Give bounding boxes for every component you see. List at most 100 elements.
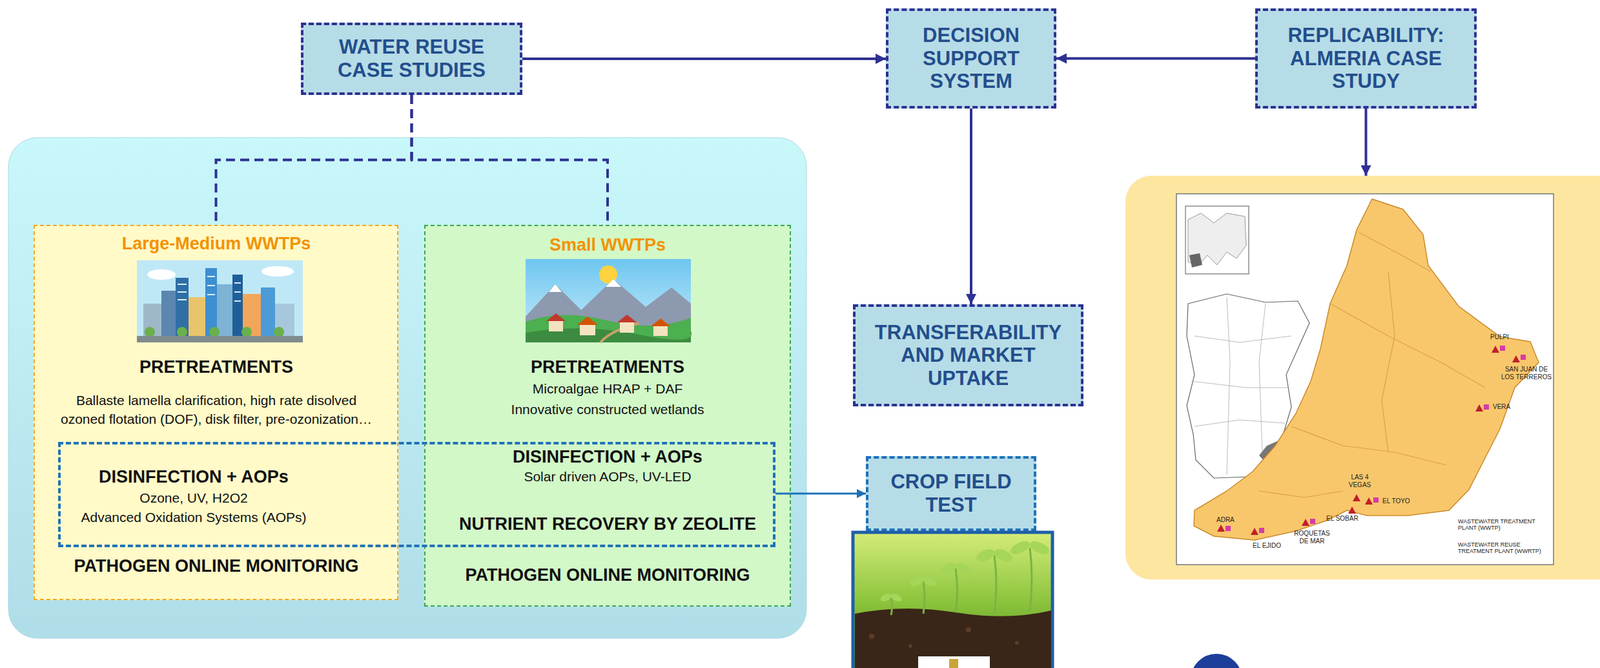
section-heading: PATHOGEN ONLINE MONITORING [433, 564, 782, 585]
city-illustration [136, 335, 303, 343]
crop-photo [854, 608, 1052, 668]
case-study-region [8, 137, 807, 638]
plant-markers [1373, 497, 1379, 503]
crop-photo [965, 626, 972, 633]
box-label: WATER REUSE CASE STUDIES [312, 35, 511, 82]
legend-label: WASTEWATER TREATMENT PLANT (WWTP) [1457, 517, 1553, 532]
plant-markers [1310, 518, 1316, 524]
crop-photo [1015, 640, 1019, 645]
body-text: Ballaste lamella clarification, high rat… [54, 390, 378, 429]
transferability-box: TRANSFERABILITY AND MARKET UPTAKE [852, 304, 1084, 407]
section-heading: PRETREATMENTS [433, 357, 782, 378]
crop-photo [1029, 547, 1032, 611]
plant-markers [1352, 493, 1361, 502]
city-illustration [216, 284, 233, 336]
place-label: VERA [1492, 402, 1511, 411]
city-illustration [176, 326, 188, 338]
crop-photo [994, 555, 997, 613]
connector [775, 492, 866, 495]
panel-title: Large-Medium WWTPs [41, 233, 391, 254]
connector [522, 57, 886, 61]
almeria-map [1259, 232, 1486, 498]
case-studies-box: WATER REUSE CASE STUDIES [300, 22, 523, 95]
city-illustration [232, 274, 243, 336]
box-label: CROP FIELD TEST [877, 470, 1025, 516]
crop-photo [852, 532, 1053, 668]
almeria-map [1193, 198, 1539, 540]
plant-markers [1250, 527, 1259, 535]
section-heading: DISINFECTION + AOPs [436, 446, 779, 467]
place-label: PULPI [1490, 333, 1509, 341]
village-illustration [650, 318, 671, 327]
place-label: EL TOYO [1382, 497, 1411, 505]
village-illustration [600, 322, 640, 343]
city-illustration [144, 326, 155, 338]
partner-logo [1190, 653, 1243, 668]
connector [969, 108, 973, 305]
body-text: Ozone, UV, H2O2 [64, 490, 323, 506]
crop-photo [974, 546, 997, 564]
place-label: SAN JUAN DE LOS TERREROS [1500, 365, 1553, 381]
village-illustration [577, 316, 598, 325]
place-label: ADRA [1216, 515, 1235, 524]
crop-photo [891, 597, 893, 615]
plant-markers [1217, 345, 1526, 535]
city-illustration [209, 326, 220, 338]
partner-logo [1190, 653, 1243, 668]
box-label: TRANSFERABILITY AND MARKET UPTAKE [864, 320, 1072, 390]
crop-photo [949, 658, 959, 668]
crop-photo [1008, 538, 1032, 557]
section-heading: PRETREATMENTS [41, 357, 391, 378]
plant-markers [1217, 524, 1225, 532]
crop-photo [852, 532, 1053, 668]
village-illustration [525, 258, 691, 343]
disinfection-group: DISINFECTION + AOPsOzone, UV, H2O2Advanc… [58, 441, 776, 547]
city-illustration [136, 260, 303, 343]
plant-markers [1259, 527, 1265, 533]
almeria-map [1176, 193, 1554, 565]
plant-markers [1364, 497, 1373, 505]
connector [1364, 108, 1368, 176]
place-label: ROQUETAS DE MAR [1292, 529, 1332, 545]
crop-photo [869, 633, 875, 639]
crop-photo [923, 581, 925, 614]
plant-markers [1483, 404, 1489, 410]
case-study-region [8, 137, 807, 638]
plant-markers [1301, 518, 1310, 526]
plant-markers [1520, 354, 1526, 360]
crop-photo [921, 574, 938, 588]
city-illustration [260, 287, 276, 336]
city-illustration [177, 276, 241, 301]
crop-photo [879, 592, 893, 604]
city-illustration [136, 260, 303, 343]
legend-label: WASTEWATER REUSE TREATMENT PLANT (WWRTP) [1457, 541, 1553, 555]
plant-markers [1225, 525, 1231, 531]
crop-photo [918, 656, 990, 668]
section-heading: DISINFECTION + AOPs [64, 466, 323, 487]
almeria-map [1176, 193, 1554, 565]
city-illustration [205, 267, 217, 336]
village-illustration [579, 324, 596, 336]
decision-support-box: DECISION SUPPORT SYSTEM [885, 8, 1057, 109]
plant-markers [1475, 404, 1484, 412]
village-illustration [619, 322, 635, 333]
body-text: Solar driven AOPs, UV-LED [436, 468, 779, 485]
village-illustration [525, 278, 691, 327]
body-text: Innovative constructed wetlands [433, 401, 782, 418]
section-heading: PATHOGEN ONLINE MONITORING [41, 555, 391, 576]
village-illustration [548, 284, 562, 292]
village-illustration [546, 313, 566, 321]
city-illustration [273, 326, 285, 338]
village-illustration [525, 258, 692, 343]
box-label: DECISION SUPPORT SYSTEM [897, 23, 1045, 93]
city-illustration [241, 326, 252, 338]
crop-photo [908, 643, 913, 648]
body-text: Advanced Oxidation Systems (AOPs) [64, 509, 323, 525]
crop-photo [1027, 538, 1052, 557]
section-heading: NUTRIENT RECOVERY BY ZEOLITE [436, 513, 779, 534]
place-label: EL EJIDO [1252, 541, 1282, 550]
village-illustration [617, 314, 637, 323]
body-text: Microalgae HRAP + DAF [433, 380, 782, 397]
village-illustration [548, 320, 564, 332]
connector [1056, 57, 1256, 61]
